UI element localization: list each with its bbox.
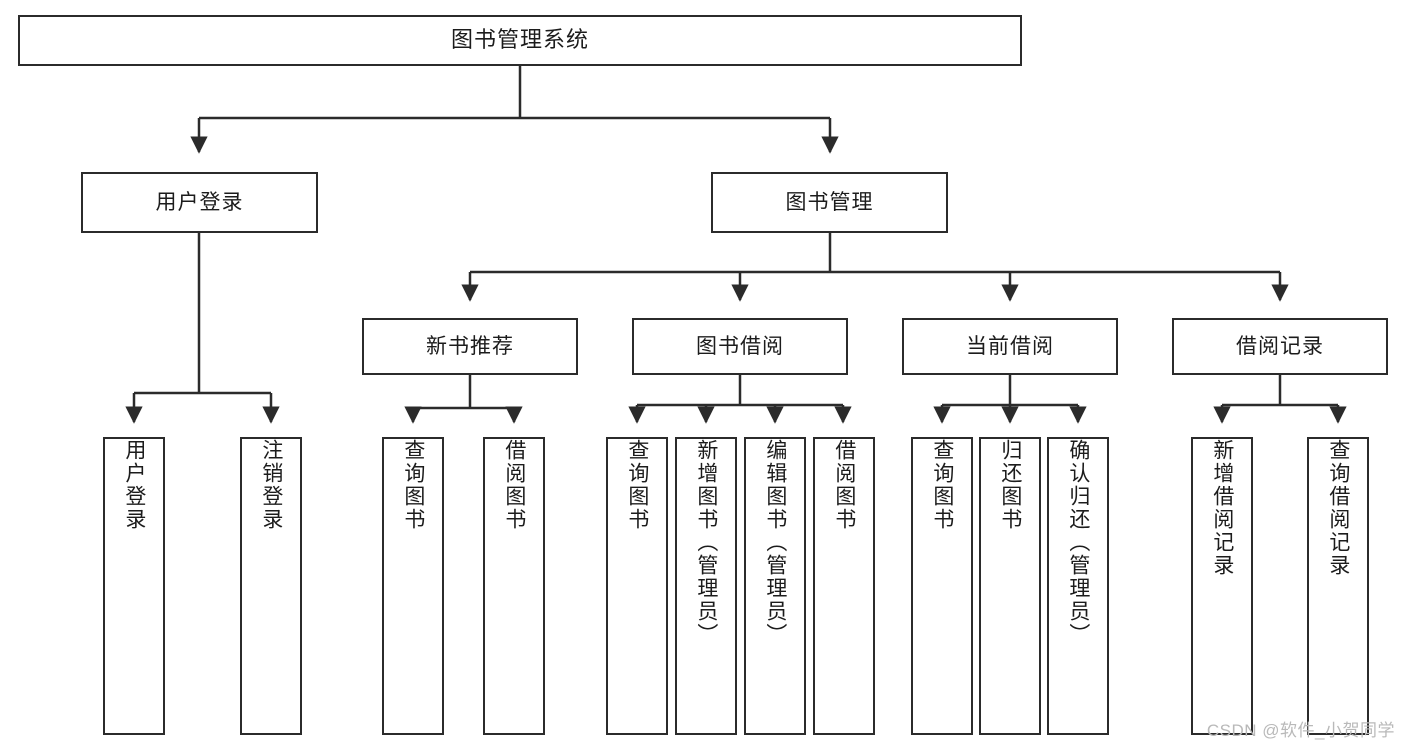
leaf-current-query[interactable]: 查询图书 bbox=[911, 437, 973, 735]
leaf-borrow-edit-book-admin[interactable]: 编辑图书（管理员） bbox=[744, 437, 806, 735]
csdn-watermark: CSDN @软件_小贺同学 bbox=[1206, 721, 1395, 740]
leaf-label: 编辑图书（管理员） bbox=[763, 439, 787, 646]
node-root[interactable]: 图书管理系统 bbox=[18, 15, 1022, 66]
leaf-user-login-logout[interactable]: 注销登录 bbox=[240, 437, 302, 735]
node-book-borrow[interactable]: 图书借阅 bbox=[632, 318, 848, 375]
leaf-new-book-borrow[interactable]: 借阅图书 bbox=[483, 437, 545, 735]
leaf-label: 查询图书 bbox=[401, 439, 425, 531]
node-borrow-records[interactable]: 借阅记录 bbox=[1172, 318, 1388, 375]
leaf-current-confirm-return-admin[interactable]: 确认归还（管理员） bbox=[1047, 437, 1109, 735]
leaf-new-book-query[interactable]: 查询图书 bbox=[382, 437, 444, 735]
leaf-current-return-book[interactable]: 归还图书 bbox=[979, 437, 1041, 735]
leaf-borrow-query[interactable]: 查询图书 bbox=[606, 437, 668, 735]
leaf-borrow-add-book-admin[interactable]: 新增图书（管理员） bbox=[675, 437, 737, 735]
leaf-label: 新增图书（管理员） bbox=[694, 439, 718, 646]
leaf-label: 查询图书 bbox=[930, 439, 954, 531]
node-book-management[interactable]: 图书管理 bbox=[711, 172, 948, 233]
leaf-label: 借阅图书 bbox=[502, 439, 526, 531]
leaf-records-add[interactable]: 新增借阅记录 bbox=[1191, 437, 1253, 735]
leaf-borrow-borrow-book[interactable]: 借阅图书 bbox=[813, 437, 875, 735]
leaf-label: 查询图书 bbox=[625, 439, 649, 531]
leaf-label: 用户登录 bbox=[122, 439, 146, 531]
leaf-label: 归还图书 bbox=[998, 439, 1022, 531]
node-user-login[interactable]: 用户登录 bbox=[81, 172, 318, 233]
node-current-borrow[interactable]: 当前借阅 bbox=[902, 318, 1118, 375]
leaf-records-query[interactable]: 查询借阅记录 bbox=[1307, 437, 1369, 735]
leaf-label: 注销登录 bbox=[259, 439, 283, 531]
node-new-book-recommend[interactable]: 新书推荐 bbox=[362, 318, 578, 375]
leaf-label: 新增借阅记录 bbox=[1210, 439, 1234, 577]
leaf-label: 确认归还（管理员） bbox=[1066, 439, 1090, 646]
leaf-label: 借阅图书 bbox=[832, 439, 856, 531]
leaf-label: 查询借阅记录 bbox=[1326, 439, 1350, 577]
leaf-user-login-signin[interactable]: 用户登录 bbox=[103, 437, 165, 735]
